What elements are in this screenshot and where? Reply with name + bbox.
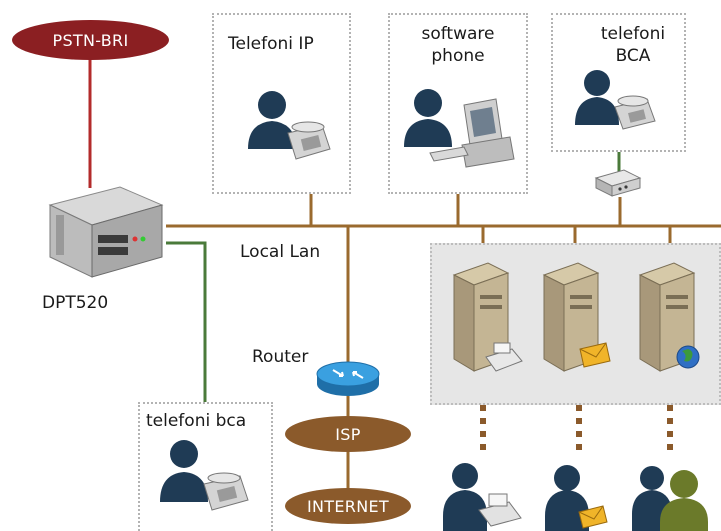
pstn-bri-node: PSTN-BRI	[12, 20, 169, 60]
softphone-pc-user-icon	[404, 89, 515, 168]
server-panel	[430, 243, 721, 405]
software-phone-box: software phone	[388, 13, 528, 194]
bca-phones-left-box: telefoni bca	[138, 402, 273, 531]
bca-phones-left-label: telefoni bca	[146, 411, 247, 431]
bca-green-link	[166, 241, 207, 402]
dpt520-label: DPT520	[42, 293, 109, 313]
software-phone-label: software phone	[421, 24, 495, 66]
ip-phone-user-icon	[248, 91, 331, 160]
internet-users-icon	[632, 466, 708, 531]
bca-phone-left-user-icon	[160, 440, 249, 511]
dpt520-server-icon	[48, 186, 164, 278]
pstn-bri-label: PSTN-BRI	[52, 30, 129, 50]
bca-phone-user-icon	[575, 70, 656, 130]
internet-server-icon	[638, 262, 700, 372]
local-lan-label: Local Lan	[240, 242, 321, 262]
mail-user-icon	[545, 465, 608, 531]
fax-server-icon	[452, 262, 523, 372]
ip-phones-label: Telefoni IP	[228, 34, 314, 54]
fax-user-icon	[443, 463, 522, 531]
router-icon	[316, 361, 380, 396]
mail-server-icon	[542, 262, 611, 372]
bca-phones-top-label: telefoni BCA	[600, 24, 666, 66]
isp-node: ISP	[285, 416, 411, 452]
internet-label: INTERNET	[307, 496, 389, 516]
ip-phones-box: Telefoni IP	[212, 13, 351, 194]
isp-label: ISP	[335, 424, 361, 444]
internet-node: INTERNET	[285, 488, 411, 524]
bca-phones-top-box: telefoni BCA	[551, 13, 686, 152]
bca-gateway-icon	[594, 169, 642, 197]
router-label: Router	[252, 347, 309, 367]
